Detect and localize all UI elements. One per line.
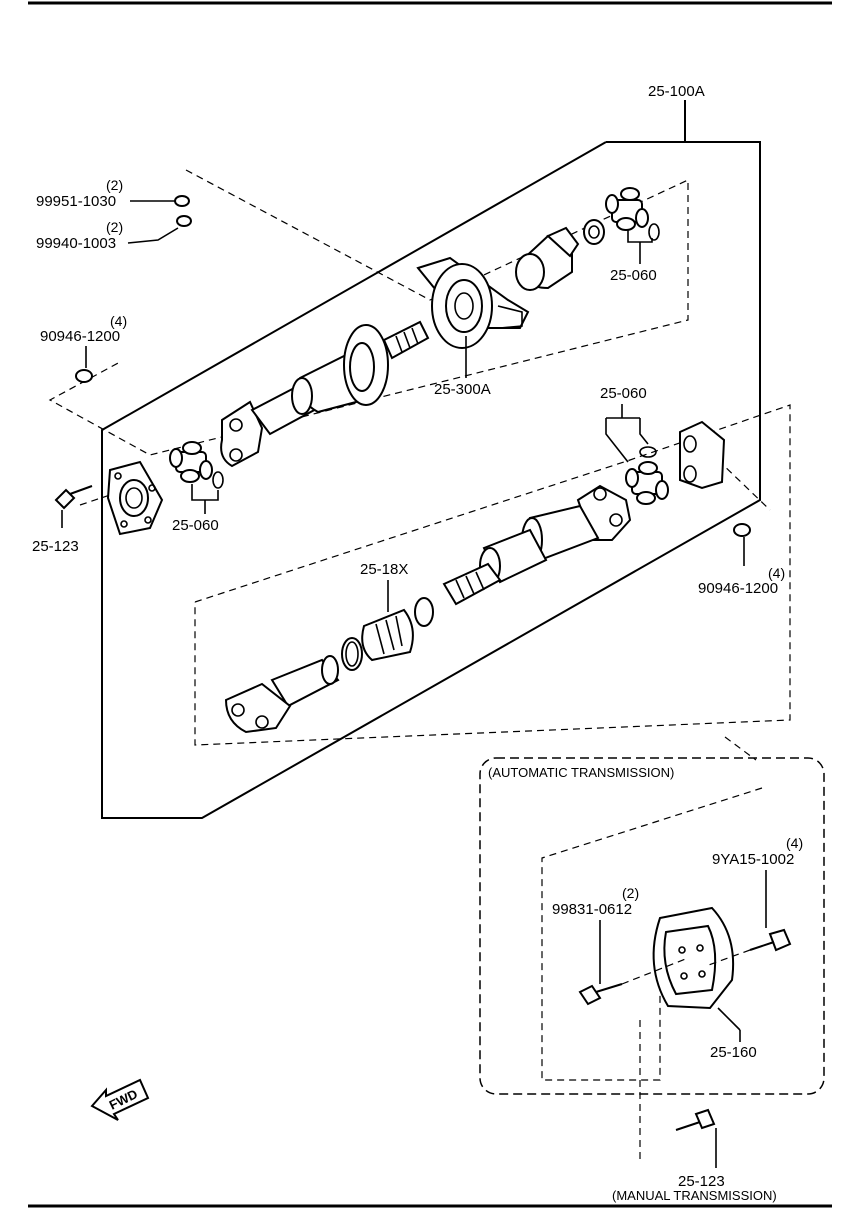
lower-box-dash-a [717,459,771,511]
label-nut-right: 90946-1200 [698,580,778,597]
front-shaft [220,320,430,468]
label-mt-bolt: 25-123 [678,1173,725,1190]
label-ujoint-left: 25-060 [172,517,219,534]
flange-plate-right [679,420,726,490]
mt-bolt [675,1108,717,1168]
label-washer-b: 99940-1003 [36,235,116,252]
label-manual: (MANUAL TRANSMISSION) [612,1188,777,1203]
ujoint-middle-right [605,404,669,505]
label-washer-a-qty: (2) [106,177,123,193]
label-automatic: (AUTOMATIC TRANSMISSION) [488,765,674,780]
washer-b [176,215,192,227]
washer-a [174,195,190,207]
ujoint-upper-right [605,187,660,264]
label-ujoint-top-right: 25-060 [610,267,657,284]
label-washer-a: 99951-1030 [36,193,116,210]
automatic-transmission-box [479,757,825,1095]
label-dynamic-damper: 25-160 [710,1044,757,1061]
lower-dashed-box [194,404,791,746]
label-ujoint-middle-right: 25-060 [600,385,647,402]
label-nut-left-qty: (4) [110,313,127,329]
flange-plate-left [106,460,164,536]
label-nut-right-qty: (4) [768,565,785,581]
rear-shaft [224,484,632,734]
label-bolt-left: 25-123 [32,538,79,555]
label-at-bolt: 9YA15-1002 [712,851,794,868]
bolt-left [54,485,93,528]
label-nut-left: 90946-1200 [40,328,120,345]
label-boot-kit: 25-18X [360,561,408,578]
dynamic-damper [652,906,741,1042]
label-at-screw-qty: (2) [622,885,639,901]
label-at-bolt-qty: (4) [786,835,803,851]
rear-yoke-upper [515,219,605,291]
nut-left [75,369,93,383]
ujoint-left [169,441,224,514]
at-screw [578,920,689,1006]
at-inner-dashed [541,787,763,1081]
assembly-outline [101,141,761,819]
label-assembly: 25-100A [648,83,705,100]
nut-right [733,523,751,537]
center-bearing [416,256,530,349]
label-center-bearing: 25-300A [434,381,491,398]
at-bolt [705,870,792,967]
label-at-screw: 99831-0612 [552,901,632,918]
upper-dashed-box [48,169,689,456]
fwd-arrow-icon: FWD [90,1078,150,1121]
label-washer-b-qty: (2) [106,219,123,235]
